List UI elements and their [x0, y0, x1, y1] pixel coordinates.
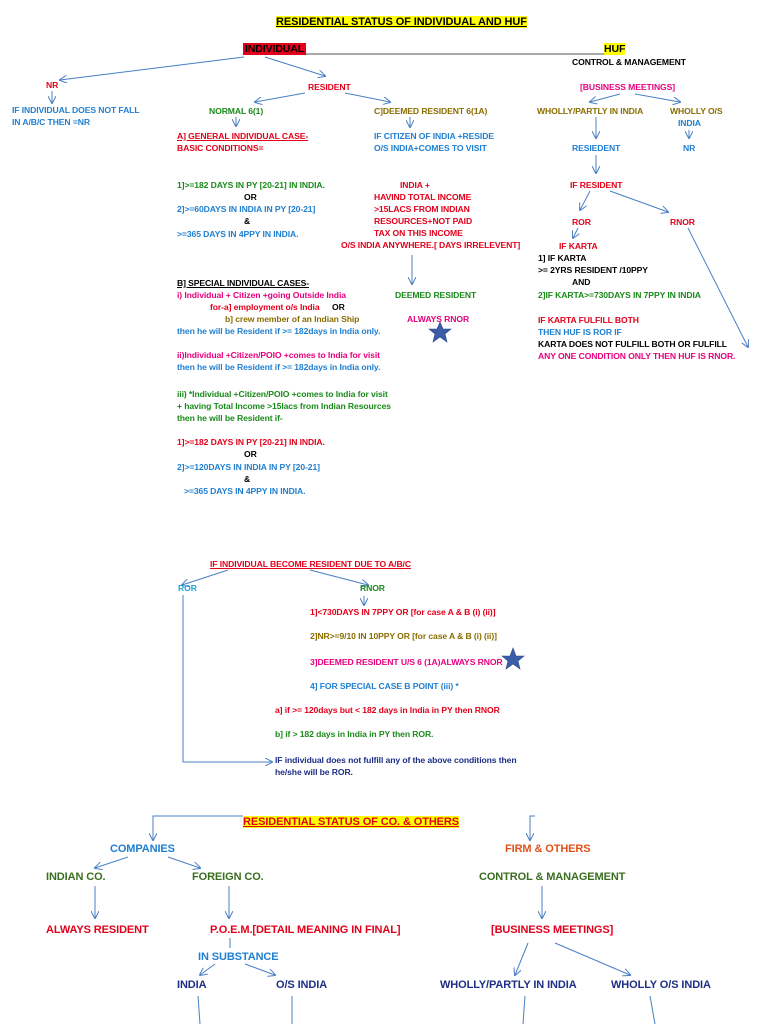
- general-case-head: A] GENERAL INDIVIDUAL CASE-: [177, 131, 309, 141]
- always-rnor-label: ALWAYS RNOR: [407, 314, 470, 324]
- huf-karta1b: >= 2YRS RESIDENT /10PPY: [538, 265, 648, 275]
- deemed-income-line1: INDIA +: [400, 180, 430, 190]
- huf-india: INDIA: [678, 118, 701, 128]
- huf-if-karta: IF KARTA: [559, 241, 598, 251]
- huf-karta1: 1] IF KARTA: [538, 253, 587, 263]
- special-or: OR: [332, 302, 345, 312]
- star-icon: [428, 321, 452, 343]
- deemed-resident-node: DEEMED RESIDENT: [395, 290, 477, 300]
- special-cond-1: 1]>=182 DAYS IN PY [20-21] IN INDIA.: [177, 437, 325, 447]
- section2-final-line2: he/she will be ROR.: [275, 767, 353, 777]
- business-meetings-node: [BUSINESS MEETINGS]: [491, 924, 614, 936]
- special-i: i) Individual + Citizen +going Outside I…: [177, 290, 346, 300]
- huf-nr: NR: [683, 143, 696, 153]
- special-and-label: &: [244, 474, 251, 484]
- and-label: &: [244, 216, 251, 226]
- section2-cond3: 3]DEEMED RESIDENT U/S 6 (1A)ALWAYS RNOR: [310, 657, 503, 667]
- section3-head: RESIDENTIAL STATUS OF CO. & OTHERS: [243, 816, 459, 828]
- huf-fulfill-line1: IF KARTA FULFILL BOTH: [538, 315, 639, 325]
- deemed-income-line4: RESOURCES+NOT PAID: [374, 216, 473, 226]
- os-india-node: O/S INDIA: [276, 979, 328, 991]
- huf-wholly-os: WHOLLY O/S: [670, 106, 723, 116]
- huf-ror: ROR: [572, 217, 591, 227]
- deemed-cond-line2: O/S INDIA+COMES TO VISIT: [374, 143, 487, 153]
- control-management-node: CONTROL & MANAGEMENT: [479, 871, 626, 883]
- resident-node: RESIDENT: [308, 82, 351, 92]
- huf-if-resident: IF RESIDENT: [570, 180, 623, 190]
- huf-rnor: RNOR: [670, 217, 695, 227]
- huf-meetings: [BUSINESS MEETINGS]: [580, 82, 676, 92]
- indian-co-node: INDIAN CO.: [46, 871, 106, 883]
- special-ii-then: then he will be Resident if >= 182days i…: [177, 362, 381, 372]
- in-substance-node: IN SUBSTANCE: [198, 951, 279, 963]
- india-node: INDIA: [177, 979, 207, 991]
- companies-node: COMPANIES: [110, 843, 175, 855]
- huf-fulfill-line2: THEN HUF IS ROR IF: [538, 327, 622, 337]
- special-iii-line1: iii) *Individual +Citizen/POIO +comes to…: [177, 389, 388, 399]
- nr-note-line2: IN A/B/C THEN =NR: [12, 117, 90, 127]
- huf-header: HUF: [604, 43, 626, 55]
- huf-resident: RESIEDENT: [572, 143, 621, 153]
- deemed-resident-head: C]DEEMED RESIDENT 6(1A): [374, 106, 488, 116]
- huf-karta-and: AND: [572, 277, 591, 287]
- always-resident-node: ALWAYS RESIDENT: [46, 924, 149, 936]
- deemed-income-line6: O/S INDIA ANYWHERE.[ DAYS IRRELEVENT]: [341, 240, 521, 250]
- individual-header: INDIVIDUAL: [243, 43, 307, 55]
- condition-3: >=365 DAYS IN 4PPY IN INDIA.: [177, 229, 299, 239]
- nr-node: NR: [46, 80, 59, 90]
- poem-node: P.O.E.M.[DETAIL MEANING IN FINAL]: [210, 924, 401, 936]
- page-title: RESIDENTIAL STATUS OF INDIVIDUAL AND HUF: [276, 16, 527, 28]
- deemed-income-line5: TAX ON THIS INCOME: [374, 228, 463, 238]
- special-cond-3: >=365 DAYS IN 4PPY IN INDIA.: [184, 486, 306, 496]
- section2-cond4: 4] FOR SPECIAL CASE B POINT (iii) *: [310, 681, 459, 691]
- section2-head: IF INDIVIDUAL BECOME RESIDENT DUE TO A/B…: [210, 559, 411, 569]
- special-ii: ii)Individual +Citizen/POIO +comes to In…: [177, 350, 380, 360]
- section2-ror: ROR: [178, 583, 197, 593]
- deemed-income-line3: >15LACS FROM INDIAN: [374, 204, 470, 214]
- section2-rnor: RNOR: [360, 583, 385, 593]
- deemed-cond-line1: IF CITIZEN OF INDIA +RESIDE: [374, 131, 494, 141]
- special-iii-line3: then he will be Resident if-: [177, 413, 283, 423]
- huf-one-cond: ANY ONE CONDITION ONLY THEN HUF IS RNOR.: [538, 351, 736, 361]
- section2-cond1: 1]<730DAYS IN 7PPY OR [for case A & B (i…: [310, 607, 496, 617]
- huf-karta2: 2]IF KARTA>=730DAYS IN 7PPY IN INDIA: [538, 290, 701, 300]
- star-icon: [501, 647, 525, 670]
- special-iii-line2: + having Total Income >15lacs from India…: [177, 401, 391, 411]
- basic-conditions: BASIC CONDITIONS=: [177, 143, 264, 153]
- special-cond-2: 2]>=120DAYS IN INDIA IN PY [20-21]: [177, 462, 320, 472]
- firm-others-node: FIRM & OTHERS: [505, 843, 591, 855]
- deemed-income-line2: HAVIND TOTAL INCOME: [374, 192, 472, 202]
- huf-not-fulfill: KARTA DOES NOT FULFILL BOTH OR FULFILL: [538, 339, 727, 349]
- section2-case-b: b] if > 182 days in India in PY then ROR…: [275, 729, 434, 739]
- nr-note-line1: IF INDIVIDUAL DOES NOT FALL: [12, 105, 140, 115]
- special-or-label: OR: [244, 449, 257, 459]
- foreign-co-node: FOREIGN CO.: [192, 871, 264, 883]
- wholly-partly-node: WHOLLY/PARTLY IN INDIA: [440, 979, 577, 991]
- special-cases-head: B] SPECIAL INDIVIDUAL CASES-: [177, 278, 310, 288]
- condition-1: 1]>=182 DAYS IN PY [20-21] IN INDIA.: [177, 180, 325, 190]
- wholly-os-node: WHOLLY O/S INDIA: [611, 979, 711, 991]
- condition-2: 2]>=60DAYS IN INDIA IN PY [20-21]: [177, 204, 316, 214]
- special-ia: for-a] employment o/s India: [210, 302, 320, 312]
- special-ib: b] crew member of an Indian Ship: [225, 314, 360, 324]
- section2-case-a: a] if >= 120days but < 182 days in India…: [275, 705, 500, 715]
- special-i-then: then he will be Resident if >= 182days i…: [177, 326, 381, 336]
- normal-node: NORMAL 6(1): [209, 106, 264, 116]
- huf-wholly-partly: WHOLLY/PARTLY IN INDIA: [537, 106, 644, 116]
- or-label: OR: [244, 192, 257, 202]
- section2-cond2: 2]NR>=9/10 IN 10PPY OR [for case A & B (…: [310, 631, 497, 641]
- section2-final-line1: IF individual does not fulfill any of th…: [275, 755, 517, 765]
- huf-control: CONTROL & MANAGEMENT: [572, 57, 686, 67]
